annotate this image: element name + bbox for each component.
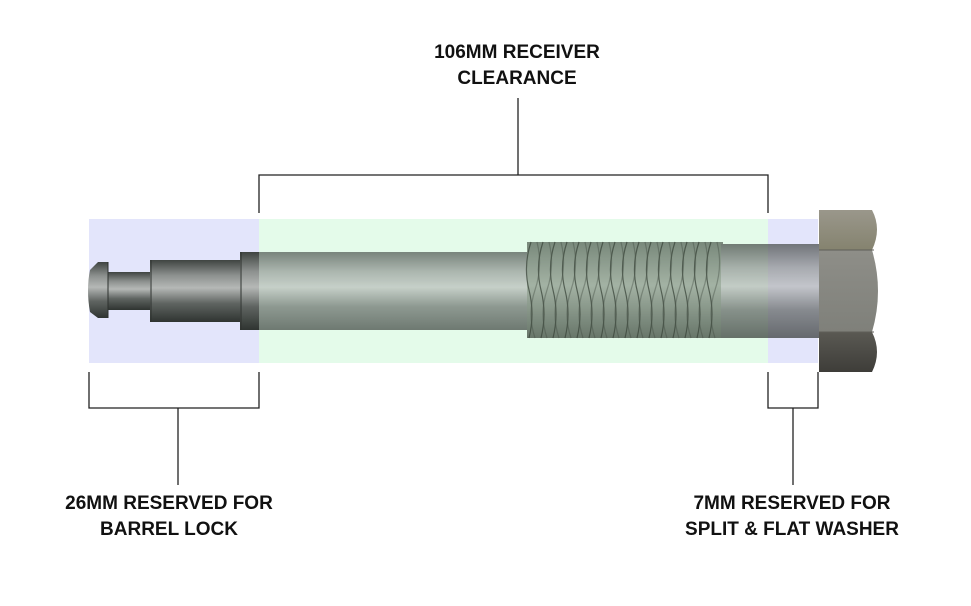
thread-line: [645, 241, 653, 339]
receiver-clearance-line2: CLEARANCE: [457, 68, 577, 89]
thread-line: [621, 241, 629, 339]
barrel-lock-bracket: [88, 372, 260, 485]
thread-line: [537, 241, 545, 339]
barrel-lock-line2: BARREL LOCK: [100, 519, 238, 540]
thread-line: [525, 241, 533, 339]
thread-line: [609, 241, 617, 339]
thread-line: [561, 241, 569, 339]
thread-line: [573, 241, 581, 339]
receiver-clearance-label: 106MM RECEIVER CLEARANCE: [377, 40, 657, 92]
receiver-clearance-line1: 106MM RECEIVER: [434, 42, 600, 63]
hex-nut: [819, 210, 878, 372]
thread-line: [705, 241, 713, 339]
thread-line: [585, 241, 593, 339]
barrel-lock-label: 26MM RESERVED FOR BARREL LOCK: [29, 491, 309, 543]
receiver-bracket: [258, 98, 769, 213]
bolt-tip: [88, 252, 262, 330]
bolt-shaft: [259, 252, 529, 330]
barrel-lock-line1: 26MM RESERVED FOR: [65, 493, 273, 514]
thread-line: [657, 241, 665, 339]
thread-line: [549, 241, 557, 339]
thread-line: [710, 241, 721, 339]
washer-line1: 7MM RESERVED FOR: [693, 493, 891, 514]
washer-label: 7MM RESERVED FOR SPLIT & FLAT WASHER: [652, 491, 932, 543]
thread-line: [681, 241, 689, 339]
thread-line: [633, 241, 641, 339]
bolt-collar: [721, 244, 819, 338]
thread-line: [693, 241, 701, 339]
thread-line: [597, 241, 605, 339]
thread-line: [669, 241, 677, 339]
washer-bracket: [767, 372, 819, 485]
washer-line2: SPLIT & FLAT WASHER: [685, 519, 899, 540]
bolt-threads: [525, 241, 723, 339]
